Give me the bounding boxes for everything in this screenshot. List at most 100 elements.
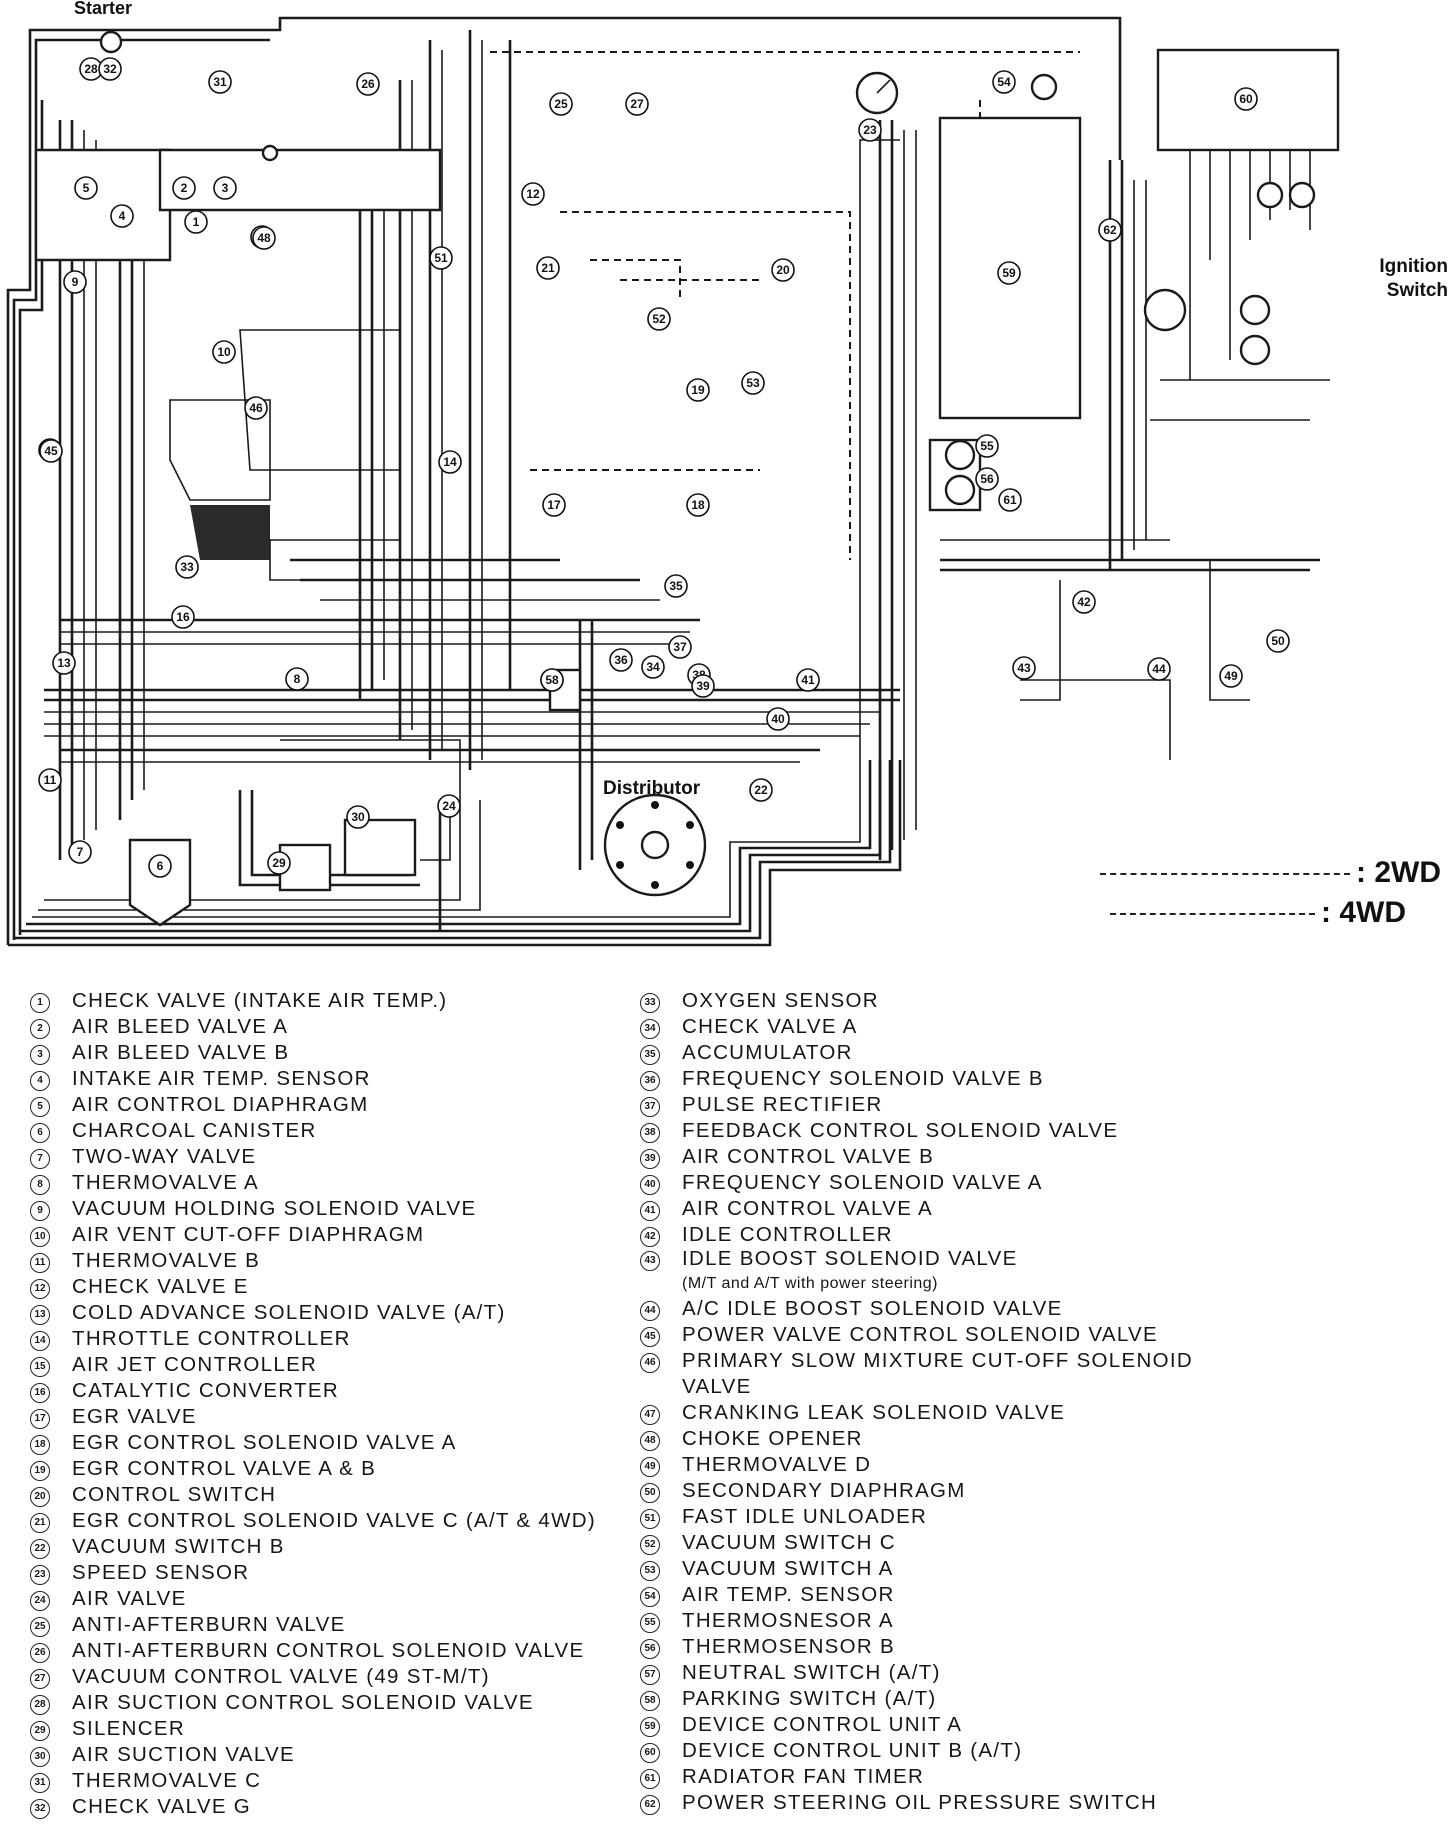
callout-number: 37 [673,640,687,654]
callout-number: 3 [222,181,229,195]
part-name: THERMOVALVE B [72,1249,261,1272]
part-name: COLD ADVANCE SOLENOID VALVE (A/T) [72,1301,506,1324]
callout-number: 54 [997,75,1011,89]
gauge-icon-2 [1239,334,1271,366]
callout-21: 21 [536,256,560,280]
part-number: 1 [30,993,50,1013]
part-number: 40 [640,1175,660,1195]
part-name: AIR TEMP. SENSOR [682,1583,895,1606]
callout-58: 58 [540,668,564,692]
callout-44: 44 [1147,657,1171,681]
callout-number: 31 [213,75,227,89]
callout-number: 50 [1271,634,1285,648]
callout-number: 12 [526,187,540,201]
part-number: 30 [30,1747,50,1767]
part-number: 52 [640,1535,660,1555]
part-number: 4 [30,1071,50,1091]
callout-number: 62 [1103,223,1117,237]
part-number: 59 [640,1717,660,1737]
part-number: 20 [30,1487,50,1507]
part-name: ANTI-AFTERBURN VALVE [72,1613,346,1636]
callout-number: 60 [1239,92,1253,106]
part-name: CONTROL SWITCH [72,1483,277,1506]
callout-10: 10 [212,340,236,364]
thermosensor-b-icon [944,474,976,506]
part-number: 60 [640,1743,660,1763]
part-number: 36 [640,1071,660,1091]
part-number: 49 [640,1457,660,1477]
part-number: 15 [30,1357,50,1377]
distributor [99,30,707,897]
part-name: SILENCER [72,1717,185,1740]
callout-25: 25 [549,92,573,116]
callout-53: 53 [741,371,765,395]
part-item-52: 52 VACUUM SWITCH C [640,1530,1193,1556]
part-number: 57 [640,1665,660,1685]
part-name: THERMOVALVE A [72,1171,260,1194]
thermosensor-a-icon [944,439,976,471]
vacuum-hose-diagram: 1234567891011121314151617181920212223242… [6,16,1340,947]
part-name: CHARCOAL CANISTER [72,1119,317,1142]
part-number: 39 [640,1149,660,1169]
part-item-34: 34 CHECK VALVE A [640,1014,1193,1040]
part-name: CHECK VALVE E [72,1275,249,1298]
part-name: VACUUM SWITCH C [682,1531,896,1554]
callout-52: 52 [647,307,671,331]
part-item-13: 13 COLD ADVANCE SOLENOID VALVE (A/T) [30,1300,596,1326]
part-name: IDLE BOOST SOLENOID VALVE [682,1247,1018,1270]
callout-33: 33 [175,555,199,579]
callout-number: 20 [776,263,790,277]
part-number: 23 [30,1565,50,1585]
callout-24: 24 [437,794,461,818]
part-number: 8 [30,1175,50,1195]
part-name: IDLE CONTROLLER [682,1223,893,1246]
callout-number: 55 [980,439,994,453]
legend-4wd: : 4WD [1110,896,1406,930]
part-name: AIR SUCTION VALVE [72,1743,295,1766]
callout-number: 23 [863,123,877,137]
callout-49: 49 [1219,664,1243,688]
callout-number: 7 [77,845,84,859]
part-name: OXYGEN SENSOR [682,989,879,1012]
part-name: FREQUENCY SOLENOID VALVE A [682,1171,1043,1194]
part-number: 13 [30,1305,50,1325]
callout-number: 13 [57,656,71,670]
callout-number: 22 [754,783,768,797]
part-number: 18 [30,1435,50,1455]
part-note: (M/T and A/T with power steering) [682,1275,939,1292]
callout-number: 53 [746,376,760,390]
legend-4wd-line [1110,913,1315,916]
starter-icon [99,30,123,54]
part-name: DEVICE CONTROL UNIT B (A/T) [682,1739,1023,1762]
callout-12: 12 [521,182,545,206]
part-name: CHECK VALVE A [682,1015,858,1038]
part-name: AIR VALVE [72,1587,187,1610]
callout-55: 55 [975,434,999,458]
callout-number: 46 [249,401,263,415]
part-name: VACUUM SWITCH A [682,1557,894,1580]
part-number: 33 [640,993,660,1013]
part-number: 34 [640,1019,660,1039]
gauges [855,71,1316,506]
callout-number: 33 [180,560,194,574]
callout-26: 26 [356,72,380,96]
callout-number: 27 [630,97,644,111]
